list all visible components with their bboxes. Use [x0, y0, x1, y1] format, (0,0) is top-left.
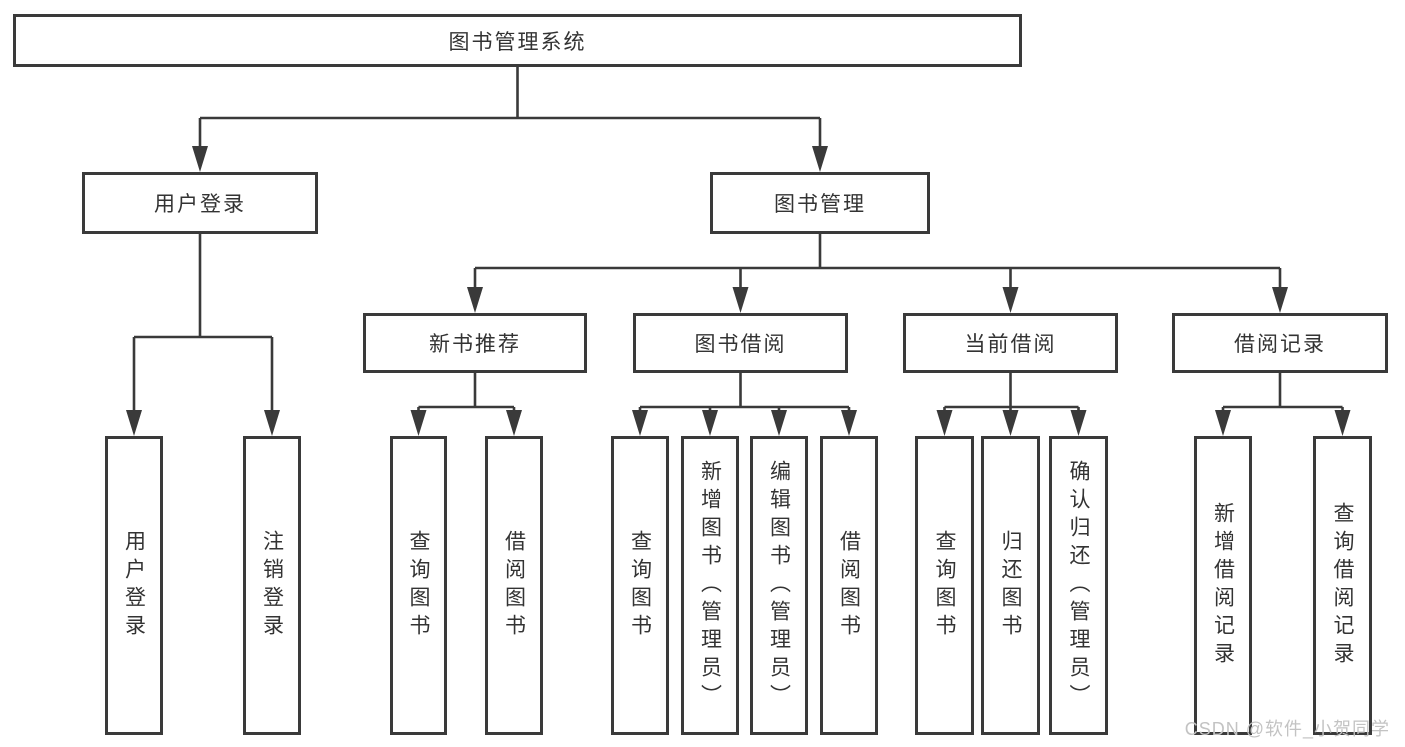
- node-label: 新书推荐: [429, 333, 521, 356]
- leaf-label: 注销登录: [260, 529, 284, 642]
- leaf-add-borrow-record: 新增借阅记录: [1194, 436, 1252, 735]
- node-borrowing-records: 借阅记录: [1172, 313, 1388, 373]
- leaf-label: 新增借阅记录: [1211, 501, 1235, 670]
- leaf-label: 借阅图书: [502, 529, 526, 642]
- leaf-label: 借阅图书: [837, 529, 861, 642]
- leaf-label: 编辑图书（管理员）: [767, 459, 791, 712]
- node-label: 借阅记录: [1234, 333, 1326, 356]
- node-label: 图书借阅: [694, 333, 787, 356]
- node-current-borrowing: 当前借阅: [903, 313, 1118, 373]
- leaf-label: 查询借阅记录: [1331, 501, 1354, 670]
- leaf-borrow-books: 借阅图书: [820, 436, 878, 735]
- node-label: 当前借阅: [964, 333, 1057, 356]
- leaf-add-books-admin: 新增图书（管理员）: [681, 436, 739, 735]
- leaf-edit-books-admin: 编辑图书（管理员）: [750, 436, 808, 735]
- node-new-book-recommendation: 新书推荐: [363, 313, 587, 373]
- leaf-label: 归还图书: [999, 529, 1022, 642]
- leaf-query-borrow-record: 查询借阅记录: [1313, 436, 1372, 735]
- node-book-management: 图书管理: [710, 172, 930, 234]
- leaf-label: 确认归还（管理员）: [1067, 459, 1090, 712]
- node-book-borrowing: 图书借阅: [633, 313, 848, 373]
- leaf-label: 查询图书: [933, 529, 956, 642]
- watermark: CSDN @软件_小贺同学: [1184, 719, 1390, 739]
- leaf-user-login: 用户登录: [105, 436, 163, 735]
- leaf-label: 查询图书: [407, 529, 430, 642]
- leaf-label: 用户登录: [122, 529, 146, 642]
- leaf-confirm-return-admin: 确认归还（管理员）: [1049, 436, 1108, 735]
- leaf-label: 新增图书（管理员）: [698, 459, 722, 712]
- leaf-query-books-current: 查询图书: [915, 436, 974, 735]
- leaf-logout: 注销登录: [243, 436, 301, 735]
- leaf-query-books-recommend: 查询图书: [390, 436, 447, 735]
- leaf-query-books-borrow: 查询图书: [611, 436, 669, 735]
- node-label: 图书管理系统: [448, 30, 587, 54]
- node-label: 图书管理: [774, 193, 866, 216]
- node-label: 用户登录: [154, 193, 246, 216]
- node-library-system: 图书管理系统: [13, 14, 1022, 67]
- leaf-label: 查询图书: [628, 529, 652, 642]
- leaf-return-books: 归还图书: [981, 436, 1040, 735]
- node-user-login: 用户登录: [82, 172, 318, 234]
- leaf-borrow-books-recommend: 借阅图书: [485, 436, 543, 735]
